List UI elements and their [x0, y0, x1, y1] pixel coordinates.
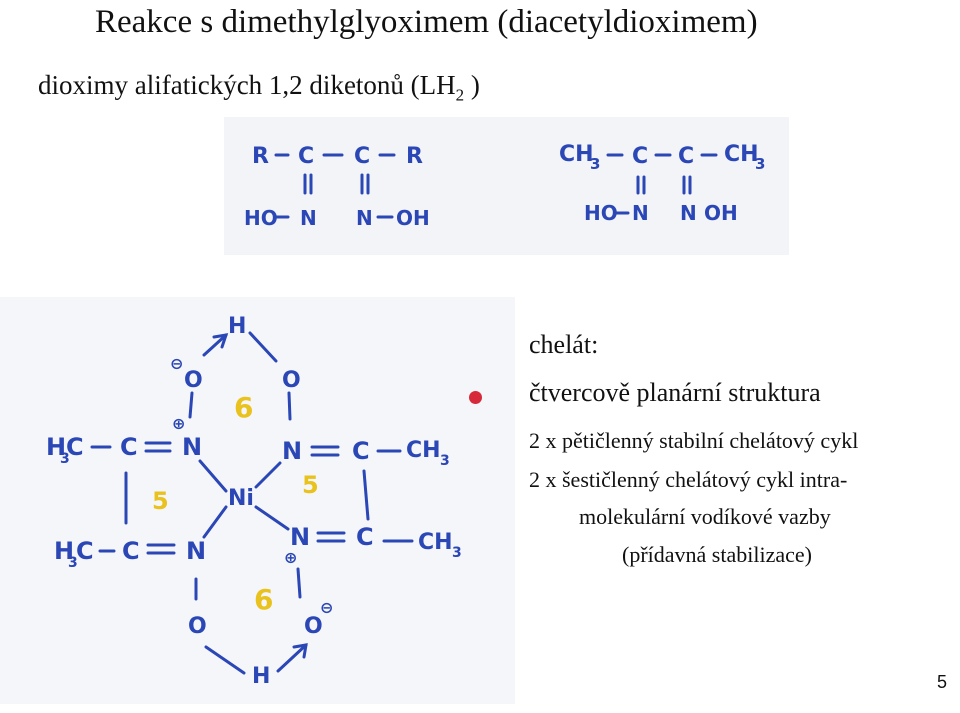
- formula-r-right: R: [406, 144, 423, 169]
- ring6-top: 6: [234, 391, 253, 424]
- c-top-right: C: [352, 437, 370, 465]
- ring6-bottom: 6: [254, 583, 273, 616]
- minus-bottom-right: ⊖: [320, 598, 333, 617]
- ch3-bottom-ch: CH: [418, 530, 453, 555]
- ni-atom: Ni: [228, 486, 254, 511]
- o-top-left: O: [184, 368, 203, 393]
- ch3-top-3: 3: [440, 453, 450, 469]
- c-bottom-left: C: [122, 537, 140, 565]
- formula-r-left: R: [252, 144, 269, 169]
- formula-c-right: C: [354, 144, 370, 169]
- dmg-oh: OH: [704, 201, 738, 225]
- formula-c-left: C: [298, 144, 314, 169]
- c-top-left: C: [120, 433, 138, 461]
- dmg-n-right: N: [680, 201, 697, 225]
- h3c-bottom-h: H: [54, 537, 74, 565]
- h-top: H: [228, 314, 246, 339]
- dmg-c-right: C: [678, 144, 694, 169]
- dmg-c-left: C: [632, 144, 648, 169]
- chelate-heading: chelát:: [529, 330, 599, 359]
- ring5-right: 5: [302, 471, 319, 499]
- o-bottom-left: O: [188, 614, 207, 639]
- nickel-complex-image: H ⊖ O O ⊕ 6 H 3 C C N N C CH 3 5 5 Ni: [0, 297, 515, 704]
- dmg-3-right: 3: [755, 155, 765, 173]
- ring5-left: 5: [152, 487, 169, 515]
- n-bottom-right: N: [290, 523, 310, 551]
- plus-top-left: ⊕: [172, 414, 185, 433]
- formula-ho: HO: [244, 206, 278, 230]
- text-five-membered: 2 x pětičlenný stabilní chelátový cykl: [529, 428, 859, 453]
- dmg-ho: HO: [584, 201, 618, 225]
- n-bottom-left: N: [186, 537, 206, 565]
- plus-bottom-right: ⊕: [284, 548, 297, 567]
- slide-title: Reakce s dimethylglyoximem (diacetyldiox…: [95, 4, 758, 40]
- ch3-bottom-3: 3: [452, 545, 462, 561]
- subtitle-subscript: 2: [455, 85, 465, 105]
- o-bottom-right: O: [304, 614, 323, 639]
- dmg-n-left: N: [632, 201, 649, 225]
- c-bottom-right: C: [356, 523, 374, 551]
- minus-top-left: ⊖: [170, 354, 183, 373]
- n-top-left: N: [182, 433, 202, 461]
- dmg-ch-left: CH: [559, 142, 594, 167]
- page-number: 5: [937, 672, 948, 692]
- slide-subtitle: dioximy alifatických 1,2 diketonů (LH2 ): [38, 70, 480, 105]
- dioxime-formulas-image: R C C R HO N N OH CH 3 C C CH 3 HO N N O…: [224, 117, 789, 255]
- h3c-top-3: 3: [60, 451, 70, 467]
- formula-oh: OH: [396, 206, 430, 230]
- n-top-right: N: [282, 437, 302, 465]
- dmg-ch-right: CH: [724, 142, 759, 167]
- ch3-top-ch: CH: [406, 438, 441, 463]
- text-stabilization: (přídavná stabilizace): [622, 542, 812, 567]
- red-bullet-icon: [469, 391, 482, 404]
- formula-n-left: N: [300, 206, 317, 230]
- h3c-top-c: C: [66, 433, 84, 461]
- h-bottom: H: [252, 664, 270, 689]
- text-six-membered: 2 x šestičlenný chelátový cykl intra-: [529, 467, 848, 492]
- text-hydrogen-bonds: molekulární vodíkové vazby: [579, 504, 831, 529]
- text-square-planar: čtvercově planární struktura: [529, 378, 821, 407]
- dmg-3-left: 3: [590, 155, 600, 173]
- o-top-right: O: [282, 368, 301, 393]
- h3c-bottom-3: 3: [68, 555, 78, 571]
- h3c-top-h: H: [46, 433, 66, 461]
- formula-n-right: N: [356, 206, 373, 230]
- h3c-bottom-c: C: [76, 537, 94, 565]
- subtitle-text: dioximy alifatických 1,2 diketonů (LH: [38, 70, 456, 100]
- subtitle-end: ): [464, 70, 480, 100]
